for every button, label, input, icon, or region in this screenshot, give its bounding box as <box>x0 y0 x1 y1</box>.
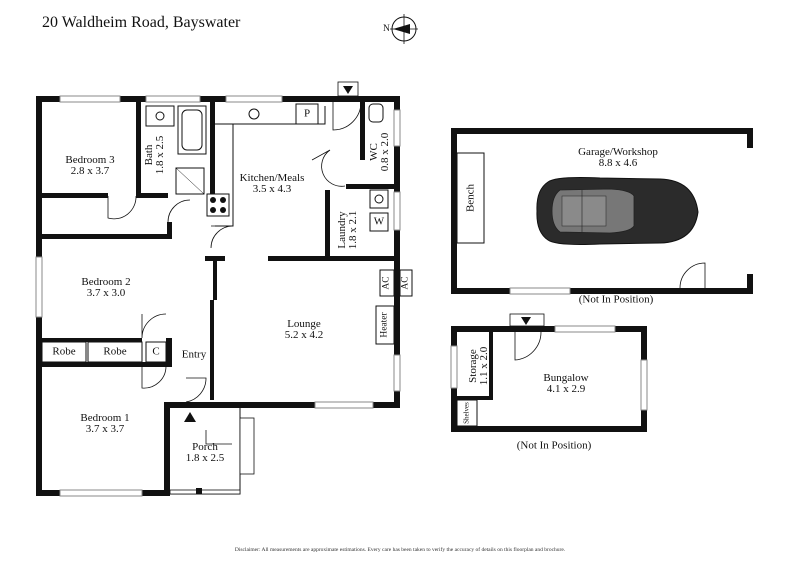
room-bedroom2: Bedroom 2 3.7 x 3.0 <box>81 277 130 299</box>
room-garage: Garage/Workshop 8.8 x 4.6 <box>578 147 658 169</box>
toilet-icon <box>368 103 384 123</box>
shelves-box <box>456 399 478 427</box>
room-kitchen: Kitchen/Meals 3.5 x 4.3 <box>240 173 305 195</box>
room-name: Kitchen/Meals <box>239 172 305 184</box>
room-entry: Entry <box>181 348 207 361</box>
porch-outline <box>169 408 255 495</box>
robe-label-2: Robe <box>103 345 127 358</box>
pantry-label: P <box>303 107 311 120</box>
room-lounge: Lounge 5.2 x 4.2 <box>285 319 324 341</box>
shelves-label: Shelves <box>462 402 471 424</box>
garage-position-note: (Not In Position) <box>578 293 654 306</box>
cupboard-label: C <box>152 345 160 358</box>
laundry-sink-icon <box>369 189 389 209</box>
robe-box-2 <box>87 341 143 363</box>
room-dims: 1.8 x 2.1 <box>347 210 359 250</box>
door-swing-icon <box>107 101 362 445</box>
robe-label-1: Robe <box>52 345 76 358</box>
car-icon <box>536 177 699 245</box>
ac-label-1: AC <box>381 276 392 290</box>
washer-box <box>369 212 389 232</box>
room-name: Porch <box>192 441 218 453</box>
room-dims: 3.7 x 3.0 <box>86 287 126 299</box>
room-bedroom1: Bedroom 1 3.7 x 3.7 <box>80 413 129 435</box>
room-dims: 1.1 x 2.0 <box>478 346 490 386</box>
room-dims: 2.8 x 3.7 <box>70 165 110 177</box>
room-dims: 1.8 x 2.5 <box>185 452 225 464</box>
room-dims: 4.1 x 2.9 <box>546 383 586 395</box>
room-name: Bedroom 3 <box>65 154 115 166</box>
room-bath: Bath 1.8 x 2.5 <box>143 135 166 175</box>
room-dims: 3.7 x 3.7 <box>85 423 125 435</box>
garage-walls <box>451 128 753 295</box>
room-porch: Porch 1.8 x 2.5 <box>186 442 225 464</box>
bungalow-entry-arrow-icon <box>509 313 545 327</box>
room-wc: WC 0.8 x 2.0 <box>368 132 391 172</box>
room-dims: 5.2 x 4.2 <box>284 329 324 341</box>
compass-icon <box>390 14 418 44</box>
garage-door-swing <box>679 262 706 289</box>
bath-sink-icon <box>145 105 175 127</box>
bench-label: Bench <box>464 183 477 213</box>
bungalow-door-swing <box>514 331 542 361</box>
entry-arrow-icon <box>184 81 359 422</box>
room-dims: 8.8 x 4.6 <box>598 157 638 169</box>
room-name: Garage/Workshop <box>578 146 658 158</box>
disclaimer: Disclaimer: All measurements are approxi… <box>234 547 566 553</box>
room-name: Lounge <box>287 318 321 330</box>
kitchen-bench <box>215 103 326 227</box>
shower-icon <box>175 167 205 195</box>
page-title: 20 Waldheim Road, Bayswater <box>42 14 241 31</box>
bungalow-position-note: (Not In Position) <box>516 439 592 452</box>
robe-box-1 <box>41 341 87 363</box>
cupboard-box <box>145 341 167 363</box>
room-laundry: Laundry 1.8 x 2.1 <box>336 210 359 250</box>
room-name: Bedroom 1 <box>80 412 130 424</box>
stove-icon <box>206 193 230 217</box>
washer-label: W <box>373 215 385 228</box>
compass-label: N <box>383 24 390 34</box>
windows <box>35 95 401 497</box>
heater-unit <box>375 305 395 345</box>
heater-label: Heater <box>379 312 390 338</box>
room-bungalow: Bungalow 4.1 x 2.9 <box>543 373 588 395</box>
room-name: Bungalow <box>543 372 589 384</box>
room-dims: 3.5 x 4.3 <box>252 183 292 195</box>
ac-label-2: AC <box>400 276 411 290</box>
room-storage: Storage 1.1 x 2.0 <box>467 346 490 386</box>
kitchen-sink-icon <box>248 108 260 120</box>
room-bedroom3: Bedroom 3 2.8 x 3.7 <box>65 155 114 177</box>
room-dims: 1.8 x 2.5 <box>154 135 166 175</box>
bench-box <box>456 152 485 244</box>
bathtub-icon <box>177 105 207 155</box>
room-name: Entry <box>181 348 207 361</box>
room-dims: 0.8 x 2.0 <box>379 132 391 172</box>
ac-unit-outside <box>399 269 413 297</box>
ac-unit <box>379 269 395 297</box>
room-name: Bedroom 2 <box>81 276 131 288</box>
